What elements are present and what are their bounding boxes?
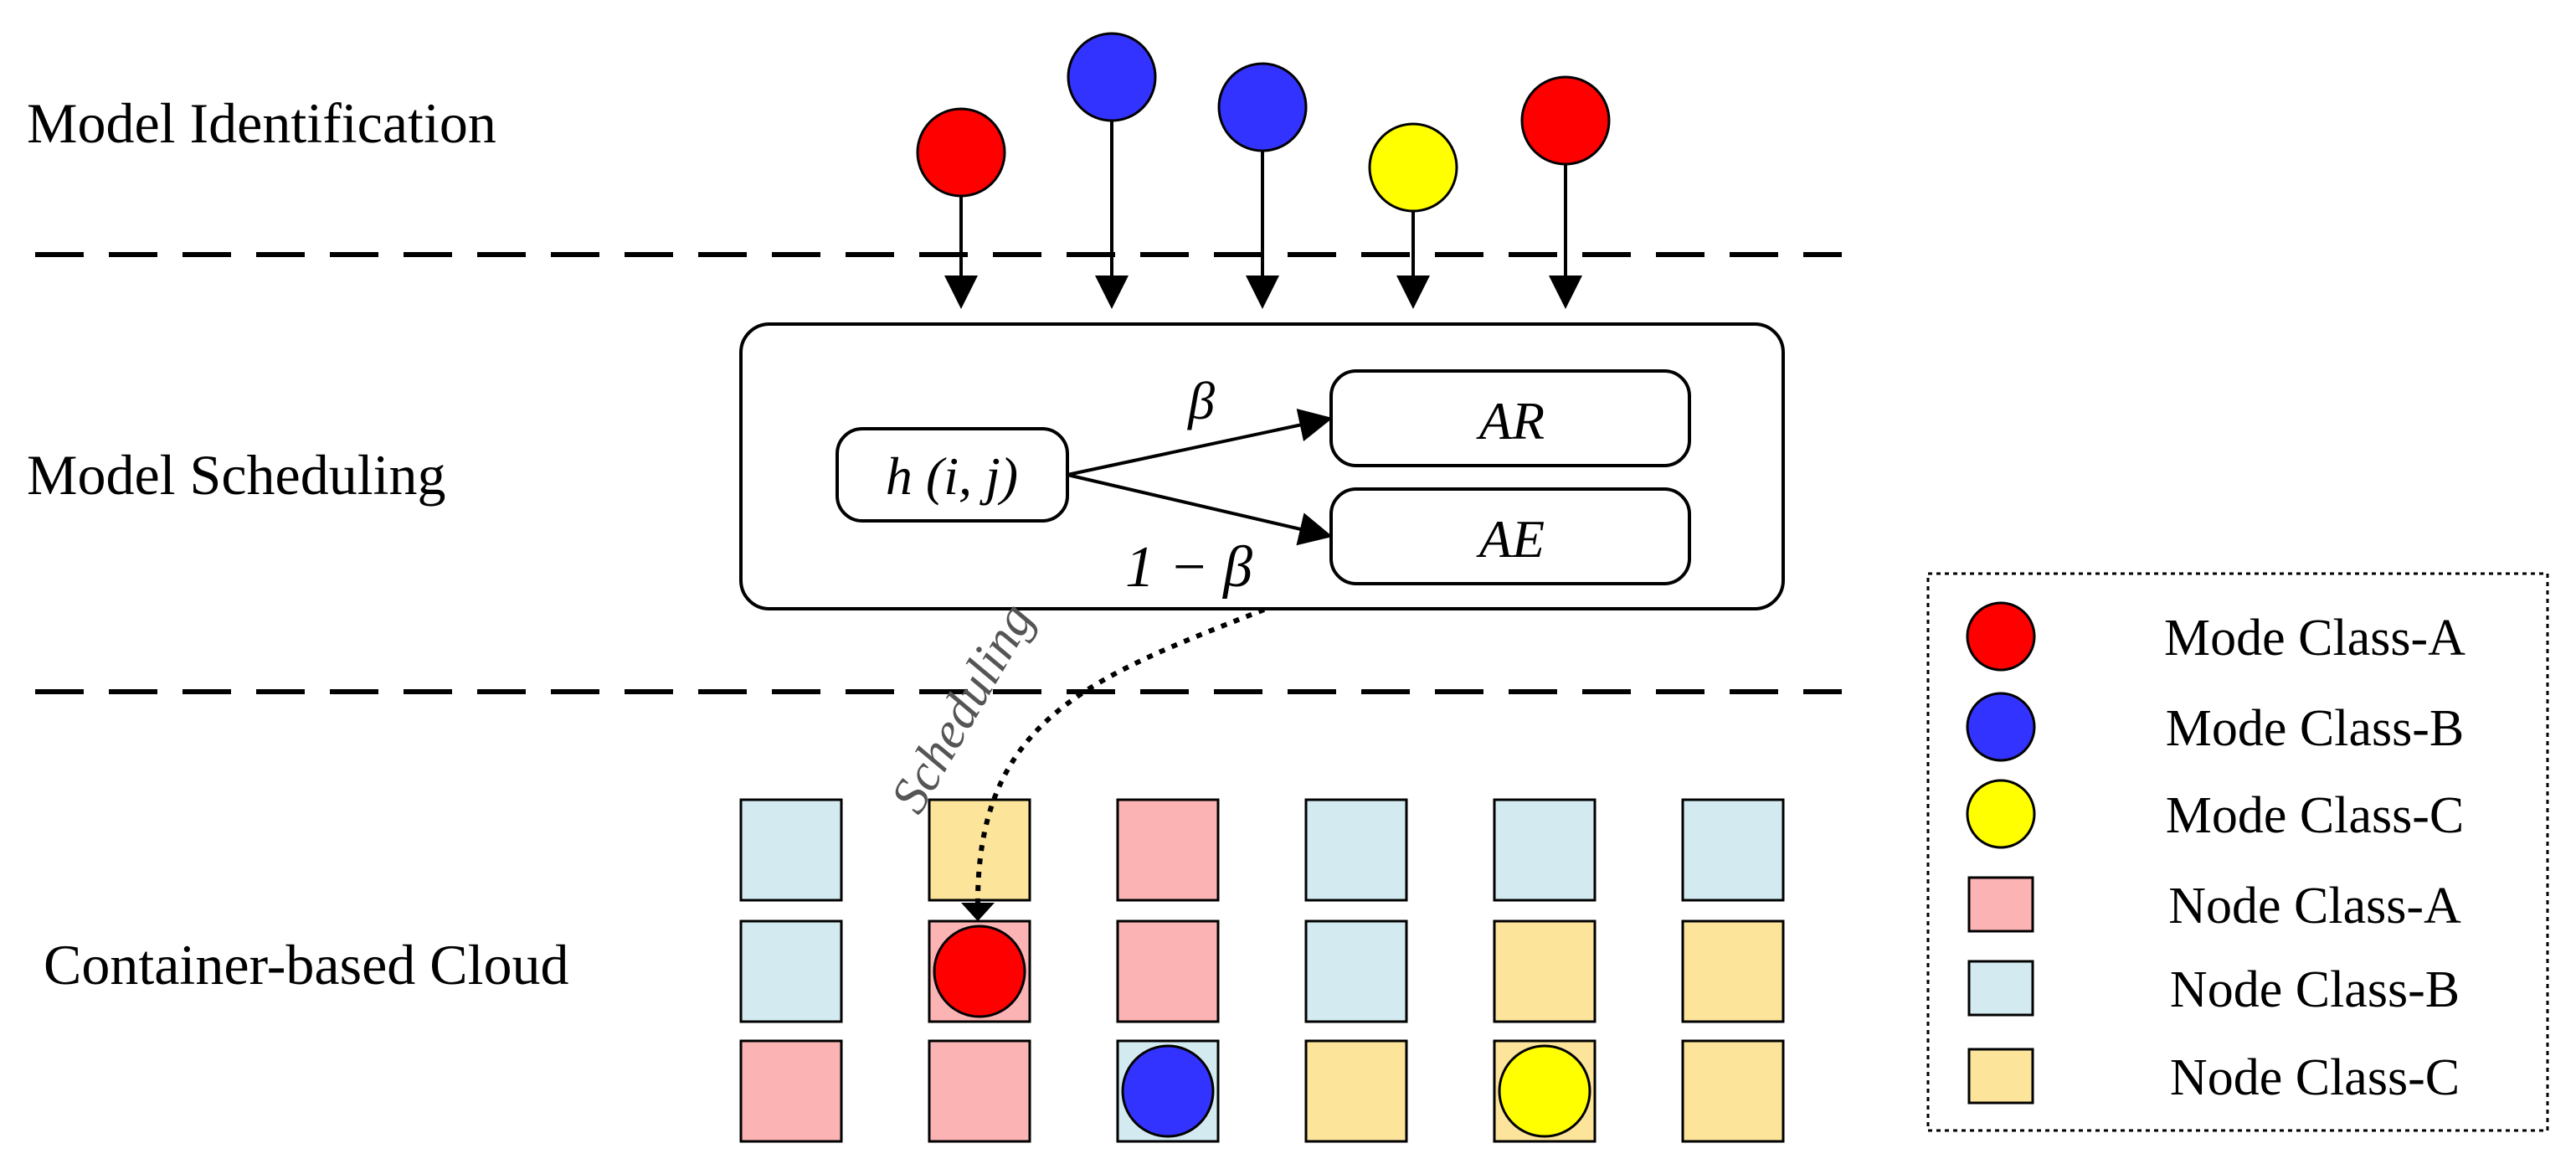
- weight-one-minus-beta: 1 − β: [1125, 535, 1252, 600]
- incoming-model-1: [916, 107, 1006, 309]
- node-class-b: [739, 798, 843, 902]
- node-class-c: [1304, 1039, 1408, 1143]
- legend-item-node-c: Node Class-C: [1967, 1048, 2460, 1106]
- legend-swatch-square: [1967, 960, 2034, 1017]
- layer-label-cloud: Container-based Cloud: [44, 933, 569, 997]
- node-class-c: [928, 798, 1031, 902]
- legend: Mode Class-A Mode Class-B Mode Class-C Node…: [1966, 601, 2465, 1106]
- placed-model-class-a: [933, 925, 1026, 1018]
- node-class-c: [1681, 919, 1785, 1023]
- legend-swatch-square: [1967, 1048, 2034, 1105]
- placed-model-class-b: [1121, 1044, 1215, 1138]
- legend-label: Mode Class-B: [2166, 700, 2465, 757]
- function-label: h (i, j): [886, 446, 1018, 506]
- incoming-model-2: [1067, 32, 1157, 309]
- model-circle-class-c: [1368, 122, 1458, 213]
- scheduling-label: Scheduling: [880, 594, 1045, 822]
- node-class-b: [1304, 919, 1408, 1023]
- legend-label: Node Class-C: [2170, 1049, 2460, 1106]
- incoming-model-4: [1368, 122, 1458, 309]
- incoming-models: [916, 32, 1611, 309]
- legend-label: Node Class-B: [2170, 961, 2460, 1018]
- incoming-model-3: [1217, 62, 1308, 309]
- model-circle-class-a: [916, 107, 1006, 198]
- node-class-b: [739, 919, 843, 1023]
- node-class-b: [1681, 798, 1785, 902]
- node-class-a: [739, 1039, 843, 1143]
- model-circle-class-a: [1520, 75, 1611, 166]
- node-class-c: [1681, 1039, 1785, 1143]
- legend-item-node-b: Node Class-B: [1967, 960, 2460, 1018]
- legend-swatch-circle: [1966, 692, 2036, 762]
- legend-label: Mode Class-A: [2164, 610, 2465, 667]
- layer-label-identification: Model Identification: [27, 91, 496, 155]
- model-circle-class-b: [1217, 62, 1308, 152]
- legend-item-mode-b: Mode Class-B: [1966, 692, 2465, 762]
- model-circle-class-b: [1067, 32, 1157, 122]
- node-class-a: [1116, 919, 1220, 1023]
- ae-label: AE: [1476, 509, 1545, 569]
- scheduling-arrow: [974, 607, 1266, 909]
- weight-beta: β: [1186, 371, 1215, 430]
- arrow-to-ar: [1067, 408, 1333, 476]
- legend-swatch-circle: [1966, 601, 2036, 672]
- legend-item-mode-a: Mode Class-A: [1966, 601, 2465, 672]
- node-class-a: [1116, 798, 1220, 902]
- legend-label: Node Class-A: [2168, 878, 2461, 935]
- layer-label-scheduling: Model Scheduling: [27, 443, 446, 507]
- placed-model-class-c: [1498, 1044, 1591, 1138]
- legend-item-node-a: Node Class-A: [1967, 876, 2461, 935]
- node-class-a: [928, 1039, 1031, 1143]
- legend-item-mode-c: Mode Class-C: [1966, 779, 2465, 849]
- scheduling-arrowhead: [961, 903, 995, 921]
- node-class-b: [1493, 798, 1597, 902]
- node-class-b: [1304, 798, 1408, 902]
- legend-swatch-square: [1967, 876, 2034, 933]
- arrow-to-ae: [1067, 473, 1333, 546]
- legend-box: [1926, 572, 2549, 1132]
- ar-label: AR: [1476, 391, 1545, 451]
- legend-swatch-circle: [1966, 779, 2036, 849]
- node-class-c: [1493, 919, 1597, 1023]
- legend-label: Mode Class-C: [2166, 787, 2465, 844]
- incoming-model-5: [1520, 75, 1611, 309]
- cloud-grid: [739, 798, 1785, 1143]
